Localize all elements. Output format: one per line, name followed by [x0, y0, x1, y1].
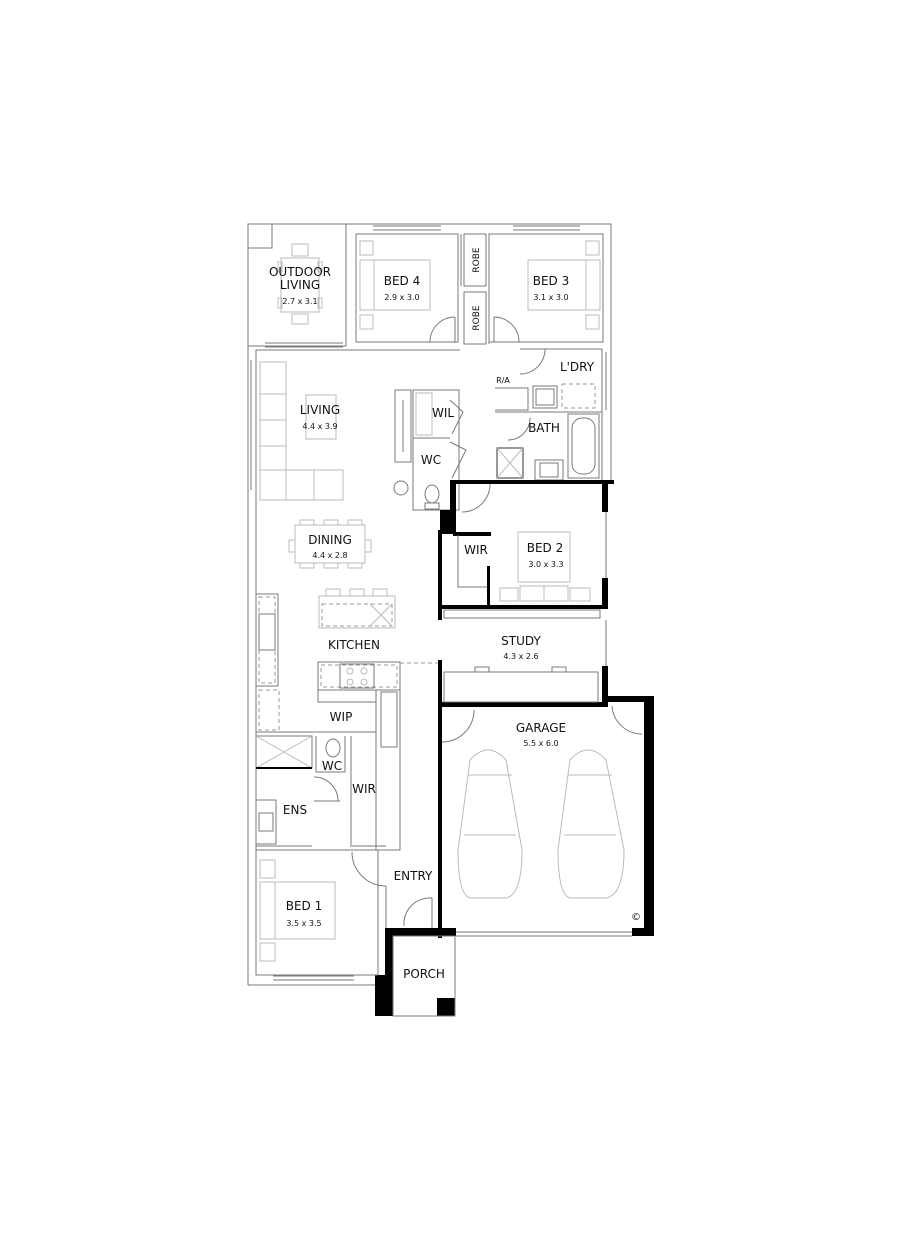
room-label: LIVING: [300, 403, 340, 417]
room-label: WIR: [464, 543, 488, 557]
room-label: BED 1: [286, 899, 323, 913]
room-size: 2.7 x 3.1: [282, 297, 317, 306]
room-label: ROBE: [472, 305, 482, 331]
room-label: ENS: [283, 803, 307, 817]
room-label: WC: [322, 759, 342, 773]
room-label: DINING: [308, 533, 352, 547]
room-label: ROBE: [472, 247, 482, 273]
room-bed3: BED 3 3.1 x 3.0: [488, 225, 604, 343]
room-size: 3.5 x 3.5: [286, 919, 321, 928]
room-label: WC: [421, 453, 441, 467]
car-icon: [557, 749, 625, 899]
room-bed4: BED 4 2.9 x 3.0: [355, 225, 459, 343]
room-label: WIR: [352, 782, 376, 796]
room-label: PORCH: [403, 967, 445, 981]
room-label: GARAGE: [516, 721, 566, 735]
copyright-icon: ©: [631, 912, 641, 923]
car-icon: [457, 749, 523, 899]
room-size: 3.0 x 3.3: [528, 560, 563, 569]
room-label: LIVING: [280, 278, 320, 292]
outer-boundary: [247, 223, 612, 986]
room-garage: GARAGE 5.5 x 6.0 ©: [441, 705, 643, 937]
ra-label: R/A: [496, 376, 510, 385]
room-label: OUTDOOR: [269, 265, 331, 279]
room-label: WIL: [432, 406, 454, 420]
room-size: 3.1 x 3.0: [533, 293, 568, 302]
room-label: ENTRY: [394, 869, 433, 883]
room-size: 4.4 x 3.9: [302, 422, 337, 431]
walls: [375, 480, 654, 1016]
room-study: STUDY 4.3 x 2.6: [443, 609, 607, 703]
room-living: LIVING 4.4 x 3.9: [250, 342, 460, 501]
room-laundry-bath: L'DRY R/A BATH: [495, 348, 607, 481]
room-label: L'DRY: [560, 360, 595, 374]
room-kitchen: KITCHEN: [255, 588, 438, 731]
room-wip-ens: WIP WC WIR ENS: [255, 689, 401, 851]
room-label: BED 4: [384, 274, 421, 288]
room-bed2: WIR BED 2 3.0 x 3.3: [457, 483, 607, 602]
room-outdoor-living: OUTDOOR LIVING 2.7 x 3.1: [269, 243, 331, 325]
room-size: 2.9 x 3.0: [384, 293, 419, 302]
room-entry-bed1: ENTRY BED 1 3.5 x 3.5 PORCH: [255, 849, 456, 1017]
room-label: KITCHEN: [328, 638, 380, 652]
robes: ROBE ROBE: [460, 233, 490, 345]
room-dining: DINING 4.4 x 2.8: [288, 519, 372, 569]
room-label: BED 3: [533, 274, 570, 288]
room-label: BED 2: [527, 541, 564, 555]
room-size: 4.3 x 2.6: [503, 652, 538, 661]
room-wil-wc: WIL WC: [412, 389, 467, 511]
room-size: 5.5 x 6.0: [523, 739, 558, 748]
room-label: BATH: [528, 421, 560, 435]
room-label: STUDY: [501, 634, 541, 648]
room-label: WIP: [330, 710, 353, 724]
room-size: 4.4 x 2.8: [312, 551, 347, 560]
